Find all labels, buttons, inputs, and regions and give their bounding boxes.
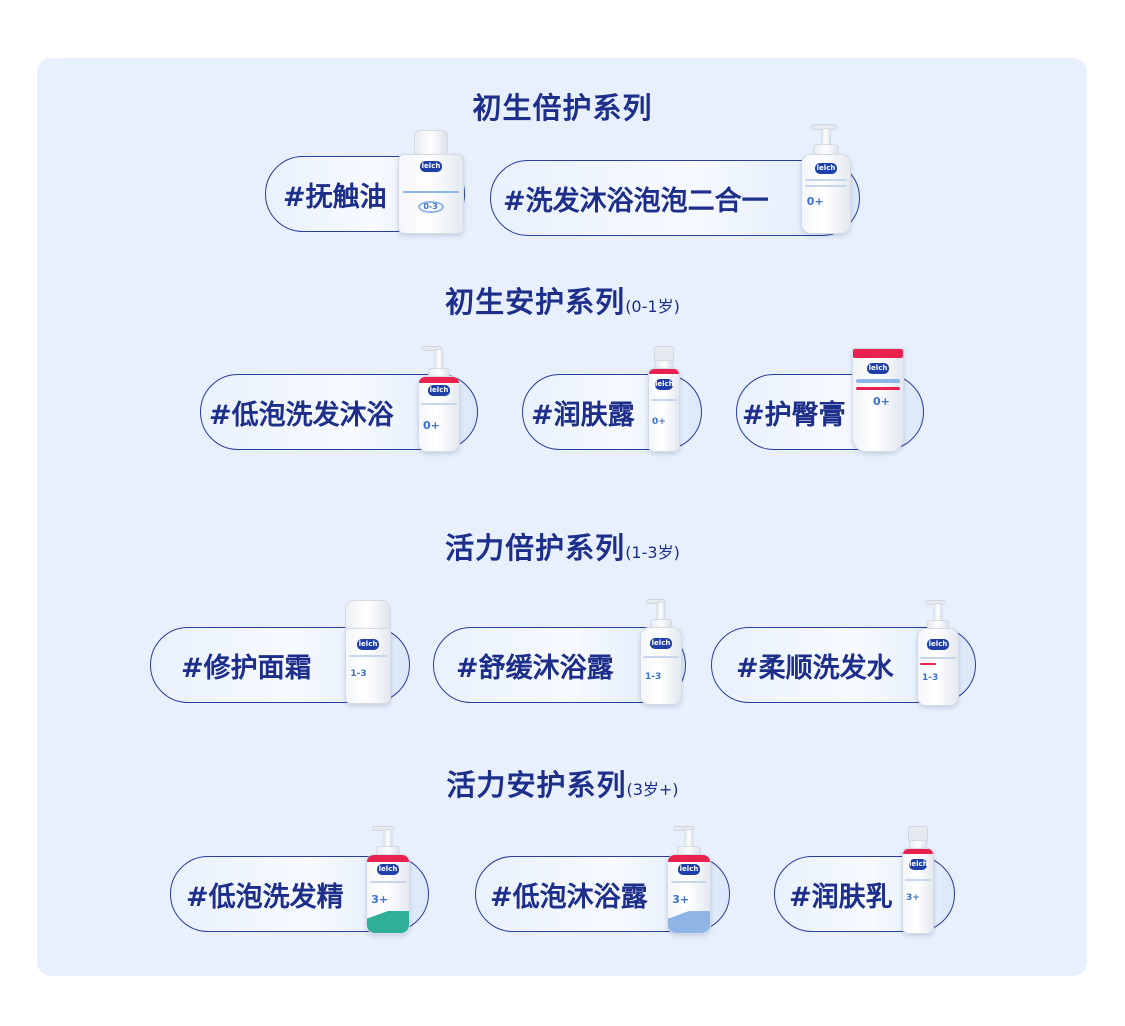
series-title-text: 活力倍护系列 <box>445 531 626 565</box>
product-pill-shampoo-bath-foam[interactable]: #洗发沐浴泡泡二合一 <box>490 160 860 236</box>
product-label: #润肤乳 <box>789 881 893 913</box>
product-label: #低泡洗发精 <box>186 881 344 913</box>
age-mark: 0+ <box>873 395 890 408</box>
product-label: #舒缓沐浴露 <box>456 652 614 684</box>
brand-logo: lelch <box>927 639 949 650</box>
product-label: #护臀膏 <box>742 399 846 431</box>
age-mark: 3+ <box>672 893 690 906</box>
age-mark: 1-3 <box>922 673 939 683</box>
product-label: #抚触油 <box>283 181 387 213</box>
series-title-chusheng-beihu: 初生倍护系列 <box>0 88 1125 133</box>
age-mark: 0+ <box>423 419 440 432</box>
product-label: #润肤露 <box>531 399 635 431</box>
product-label: #低泡沐浴露 <box>490 881 648 913</box>
product-image-diaper-cream: lelch 0+ <box>852 348 904 452</box>
age-mark: 1-3 <box>350 669 367 679</box>
age-mark: 1-3 <box>645 672 662 682</box>
age-mark: 0+ <box>652 417 666 427</box>
product-image-soothing-body-wash: lelch 1-3 <box>640 599 682 705</box>
product-label: #柔顺洗发水 <box>736 652 894 684</box>
series-title-huoli-beihu: 活力倍护系列(1-3岁) <box>0 528 1125 573</box>
product-image-repair-face-cream: lelch 1-3 <box>345 600 391 704</box>
product-label: #修护面霜 <box>181 652 312 684</box>
brand-logo: lelch <box>815 163 837 174</box>
brand-logo: lelch <box>377 864 399 875</box>
brand-logo: lelch <box>650 638 672 649</box>
series-title-text: 初生倍护系列 <box>472 91 653 125</box>
age-mark: 0-3 <box>423 202 438 211</box>
series-title-text: 活力安护系列 <box>446 768 627 802</box>
brand-logo: lelch <box>428 385 450 396</box>
product-image-smooth-shampoo: lelch 1-3 <box>917 600 959 706</box>
age-mark: 0+ <box>806 195 824 208</box>
series-age: (0-1岁) <box>625 297 680 316</box>
product-image-moisturizing-lotion: lelch 0+ <box>648 346 680 452</box>
brand-logo: lelch <box>678 864 700 875</box>
product-image-moisturizing-milk: lelch 3+ <box>902 826 934 934</box>
brand-logo: lelch <box>655 379 674 390</box>
age-mark: 3+ <box>906 893 920 903</box>
product-image-low-foam-shampoo: lelch 3+ <box>366 826 410 934</box>
product-image-low-foam-body-wash: lelch 3+ <box>667 826 711 934</box>
product-image-massage-oil: lelch 0-3 <box>398 130 464 234</box>
product-image-shampoo-bath-foam: lelch 0+ <box>801 124 851 234</box>
series-age: (1-3岁) <box>625 543 680 562</box>
brand-logo: lelch <box>867 363 889 374</box>
product-label: #洗发沐浴泡泡二合一 <box>503 185 769 217</box>
series-age: (3岁+) <box>626 780 679 799</box>
series-title-huoli-anhu: 活力安护系列(3岁+) <box>0 765 1125 810</box>
brand-logo: lelch <box>357 639 379 650</box>
series-title-text: 初生安护系列 <box>445 285 626 319</box>
product-label: #低泡洗发沐浴 <box>209 399 394 431</box>
brand-logo: lelch <box>909 859 928 870</box>
series-title-chusheng-anhu: 初生安护系列(0-1岁) <box>0 282 1125 327</box>
brand-logo: lelch <box>420 161 442 172</box>
product-image-low-foam-wash: lelch 0+ <box>418 346 460 452</box>
age-mark: 3+ <box>371 893 389 906</box>
